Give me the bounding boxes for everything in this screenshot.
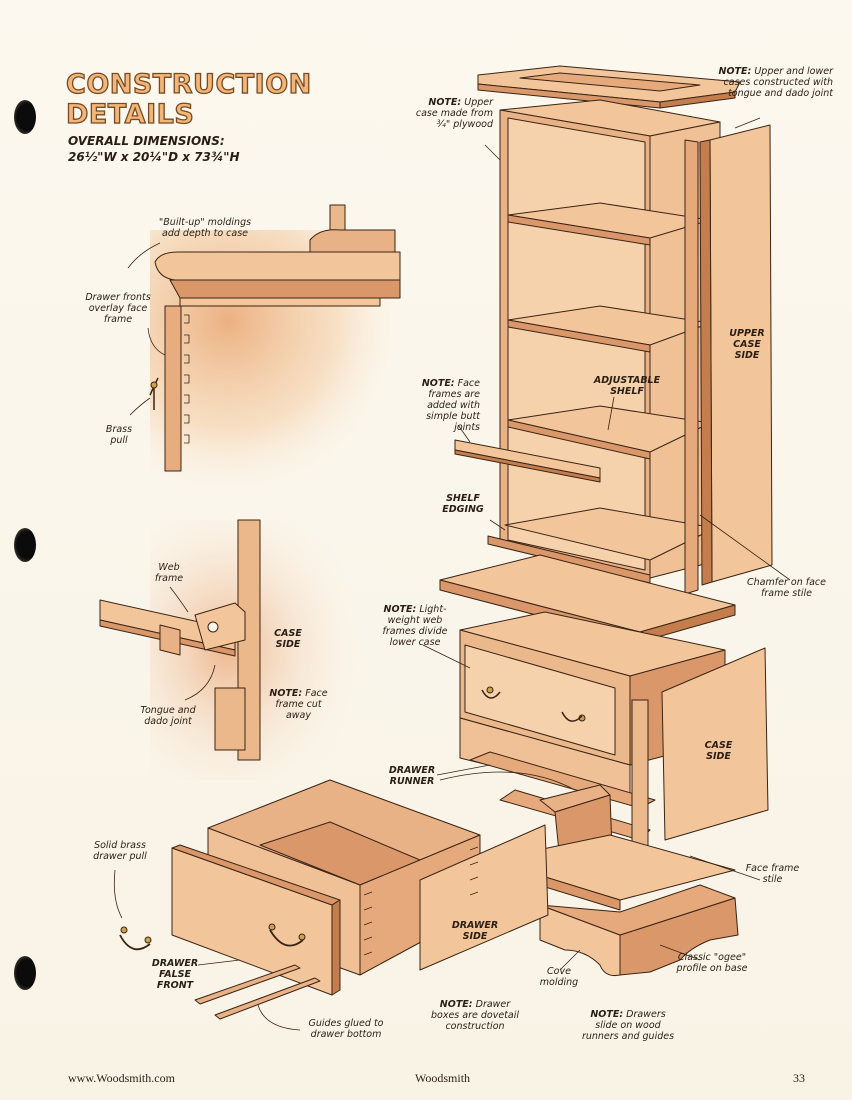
note-text: Drawers slide on wood runners and guides (581, 1009, 675, 1042)
overall-dimensions-label: OVERALL DIMENSIONS: (68, 134, 225, 148)
callout-face-frames-butt-joints: NOTE: Face frames are added with simple … (408, 378, 480, 433)
footer-magazine: Woodsmith (415, 1071, 471, 1085)
callout-built-up-moldings: "Built-up" moldings add depth to case (158, 217, 252, 239)
callout-cove-molding: Cove molding (539, 966, 579, 988)
binder-hole (14, 956, 36, 990)
callout-brass-pull: Brass pull (105, 424, 133, 446)
title-line-2: DETAILS (65, 99, 195, 130)
overall-dimensions-value: 26½"W x 20¼"D x 73¾"H (68, 150, 240, 164)
note-text: Upper case made from ¾" plywood (415, 97, 493, 130)
callout-guides-glued: Guides glued to drawer bottom (308, 1018, 384, 1040)
label-upper-case-side: UPPER CASE SIDE (729, 328, 765, 361)
callout-web-frame: Web frame (154, 562, 184, 584)
label-shelf-edging: SHELF EDGING (442, 493, 484, 515)
label-drawer-side: DRAWER SIDE (451, 920, 499, 942)
callout-tongue-and-dado: Tongue and dado joint (140, 705, 196, 727)
callout-face-frame-stile: Face frame stile (745, 863, 800, 885)
label-drawer-runner: DRAWER RUNNER (388, 765, 436, 787)
upper-case (454, 99, 773, 595)
note-text: Face frame cut away (275, 688, 328, 721)
label-adjustable-shelf: ADJUSTABLE SHELF (593, 375, 661, 397)
label-case-side: CASE SIDE (704, 740, 733, 762)
label-case-side-detail: CASE SIDE (274, 628, 302, 650)
callout-chamfer: Chamfer on face frame stile (747, 577, 826, 599)
callout-ogee-profile: Classic "ogee" profile on base (676, 952, 748, 974)
crown-molding (477, 65, 741, 109)
drawer (119, 779, 549, 1020)
callout-upper-case-plywood: NOTE: Upper case made from ¾" plywood (408, 97, 493, 130)
label-drawer-false-front: DRAWER FALSE FRONT (151, 958, 199, 991)
binder-hole (14, 528, 36, 562)
web-frame-detail (99, 519, 370, 780)
callout-dovetail: NOTE: Drawer boxes are dovetail construc… (430, 999, 520, 1032)
callout-web-frames-divide: NOTE: Light-weight web frames divide low… (380, 604, 450, 648)
callout-drawers-slide: NOTE: Drawers slide on wood runners and … (578, 1009, 678, 1042)
note-label: NOTE: (590, 1009, 624, 1020)
title-line-1: CONSTRUCTION (65, 69, 312, 100)
note-text: Light-weight web frames divide lower cas… (382, 604, 448, 648)
footer-url: www.Woodsmith.com (68, 1071, 175, 1085)
callout-solid-brass-pull: Solid brass drawer pull (93, 840, 147, 862)
note-label: NOTE: (269, 688, 303, 699)
callout-drawer-fronts: Drawer fronts overlay face frame (85, 292, 151, 325)
note-label: NOTE: (421, 378, 455, 389)
page-title: CONSTRUCTION DETAILS (65, 69, 312, 130)
callout-face-frame-cut-away: NOTE: Face frame cut away (266, 688, 331, 721)
callout-tongue-and-dado-cases: NOTE: Upper and lower cases constructed … (718, 66, 833, 99)
note-label: NOTE: (428, 97, 462, 108)
note-label: NOTE: (439, 999, 473, 1010)
note-label: NOTE: (383, 604, 417, 615)
page-number: 33 (793, 1071, 805, 1085)
note-text: Upper and lower cases constructed with t… (723, 66, 833, 99)
base (489, 834, 739, 976)
note-text: Drawer boxes are dovetail construction (430, 999, 519, 1032)
note-text: Face frames are added with simple butt j… (426, 378, 480, 433)
molding-detail (149, 204, 410, 490)
leader-lines (113, 117, 791, 1031)
note-label: NOTE: (718, 66, 752, 77)
lower-case (459, 611, 769, 876)
binder-hole (14, 100, 36, 134)
